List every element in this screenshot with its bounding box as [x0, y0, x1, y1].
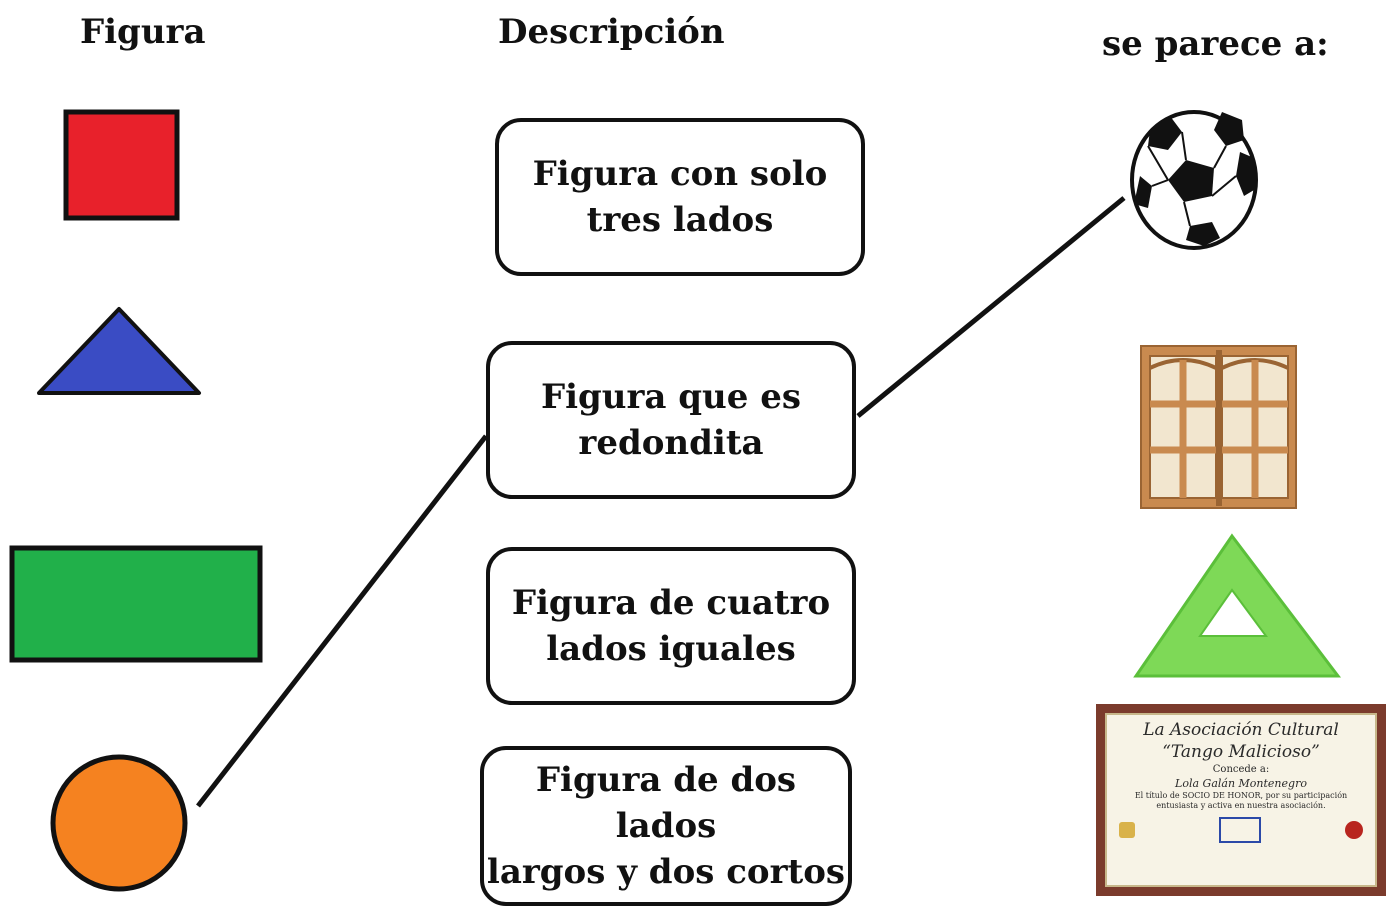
certificate-wax-seal-icon: [1345, 821, 1363, 839]
blue-triangle-shape[interactable]: [37, 307, 201, 395]
description-box-long-short-sides[interactable]: Figura de dos lados largos y dos cortos: [480, 746, 852, 906]
description-text-line: tres lados: [586, 200, 774, 240]
description-text-line: Figura de dos lados: [535, 760, 797, 846]
description-text-line: Figura de cuatro: [511, 583, 831, 623]
certificate-title: La Asociación Cultural: [1143, 720, 1339, 740]
certificate-seal-icon: [1119, 822, 1135, 838]
connector-line-circle-to-round: [196, 434, 488, 808]
certificate-image[interactable]: La Asociación Cultural “Tango Malicioso”…: [1096, 704, 1386, 896]
orange-circle-shape[interactable]: [50, 754, 188, 892]
description-box-four-equal-sides[interactable]: Figura de cuatro lados iguales: [486, 547, 856, 705]
wooden-window-icon[interactable]: [1140, 345, 1297, 509]
description-text-line: largos y dos cortos: [486, 852, 846, 892]
description-box-round[interactable]: Figura que es redondita: [486, 341, 856, 499]
description-box-three-sides[interactable]: Figura con solo tres lados: [495, 118, 865, 276]
connector-line-round-to-ball: [856, 196, 1126, 418]
green-rectangle-shape[interactable]: [9, 545, 263, 663]
red-square-shape[interactable]: [63, 109, 180, 221]
certificate-body: El título de SOCIO DE HONOR, por su part…: [1134, 791, 1348, 800]
description-text-line: redondita: [578, 423, 764, 463]
description-text-line: Figura que es: [540, 377, 802, 417]
certificate-name: Lola Galán Montenegro: [1175, 777, 1307, 790]
certificate-concede: Concede a:: [1212, 764, 1270, 775]
column-heading-figura: Figura: [80, 12, 206, 52]
description-text-line: Figura con solo: [532, 154, 828, 194]
certificate-title-2: “Tango Malicioso”: [1162, 742, 1320, 762]
description-text-line: lados iguales: [546, 629, 796, 669]
certificate-body-2: entusiasta y activa en nuestra asociació…: [1156, 801, 1326, 810]
soccer-ball-icon[interactable]: [1130, 110, 1258, 250]
column-heading-descripcion: Descripción: [498, 12, 725, 52]
set-square-icon[interactable]: [1133, 533, 1342, 678]
certificate-stamp-icon: [1219, 817, 1261, 843]
column-heading-se-parece: se parece a:: [1102, 24, 1329, 64]
